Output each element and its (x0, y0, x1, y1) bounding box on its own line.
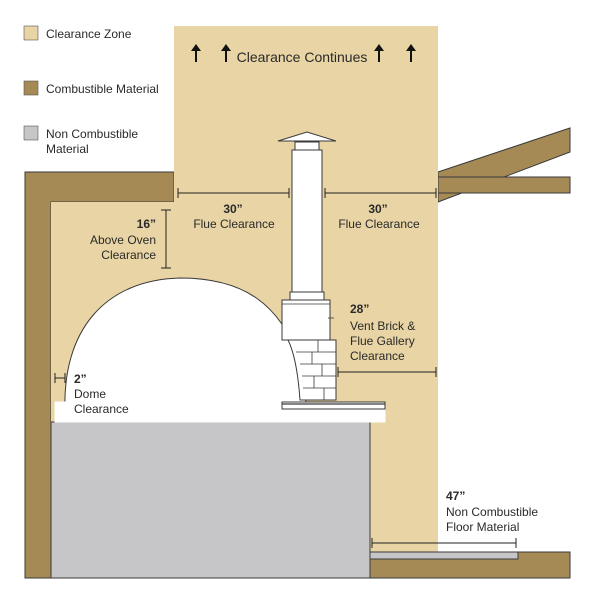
legend-label-combustible: Combustible Material (46, 82, 159, 96)
vent-value: 28” (350, 302, 369, 316)
chimney-cap-stem (294, 141, 320, 151)
above-oven-line1: Above Oven (90, 233, 156, 247)
dome-line2: Clearance (74, 402, 129, 416)
vent-line2: Flue Gallery (350, 334, 415, 348)
dome-value: 2” (74, 372, 87, 386)
dome-line1: Dome (74, 387, 106, 401)
flue-left-text: Flue Clearance (193, 217, 275, 231)
floor-line1: Non Combustible (446, 505, 538, 519)
flue-left-value: 30” (223, 202, 242, 216)
up-arrow-icon (406, 44, 416, 62)
dimension-lines (54, 188, 517, 548)
vent-line1: Vent Brick & (350, 319, 415, 333)
up-arrow-icon (374, 44, 384, 62)
legend-swatch-combustible (23, 80, 39, 96)
legend-swatch-noncombustible (23, 125, 39, 141)
floor-line2: Floor Material (446, 520, 519, 534)
vent-line3: Clearance (350, 349, 405, 363)
legend-label-noncombustible-line2: Material (46, 142, 89, 156)
up-arrow-icons (191, 44, 416, 62)
floor-value: 47” (446, 489, 465, 503)
vent-brick (287, 339, 337, 401)
flue-right-value: 30” (368, 202, 387, 216)
chimney-pipe (291, 149, 323, 301)
up-arrow-icon (191, 44, 201, 62)
noncombustible-floor-plate (369, 551, 519, 560)
legend-swatch-clearance-zone (23, 25, 39, 41)
combustible-roof-beam (437, 176, 571, 194)
up-arrow-icon (221, 44, 231, 62)
flue-gallery (281, 299, 331, 341)
legend-label-noncombustible: Non Combustible (46, 127, 138, 141)
above-oven-value: 16” (137, 217, 156, 231)
legend: Clearance Zone Combustible Material Non … (23, 25, 159, 156)
chimney-cap (277, 131, 337, 142)
legend-label-clearance-zone: Clearance Zone (46, 27, 132, 41)
hearth-top-line (281, 401, 386, 410)
flue-right-text: Flue Clearance (338, 217, 420, 231)
clearance-continues-label: Clearance Continues (237, 49, 368, 65)
above-oven-line2: Clearance (101, 248, 156, 262)
oven-base (50, 421, 371, 579)
chimney-collar (289, 291, 325, 301)
